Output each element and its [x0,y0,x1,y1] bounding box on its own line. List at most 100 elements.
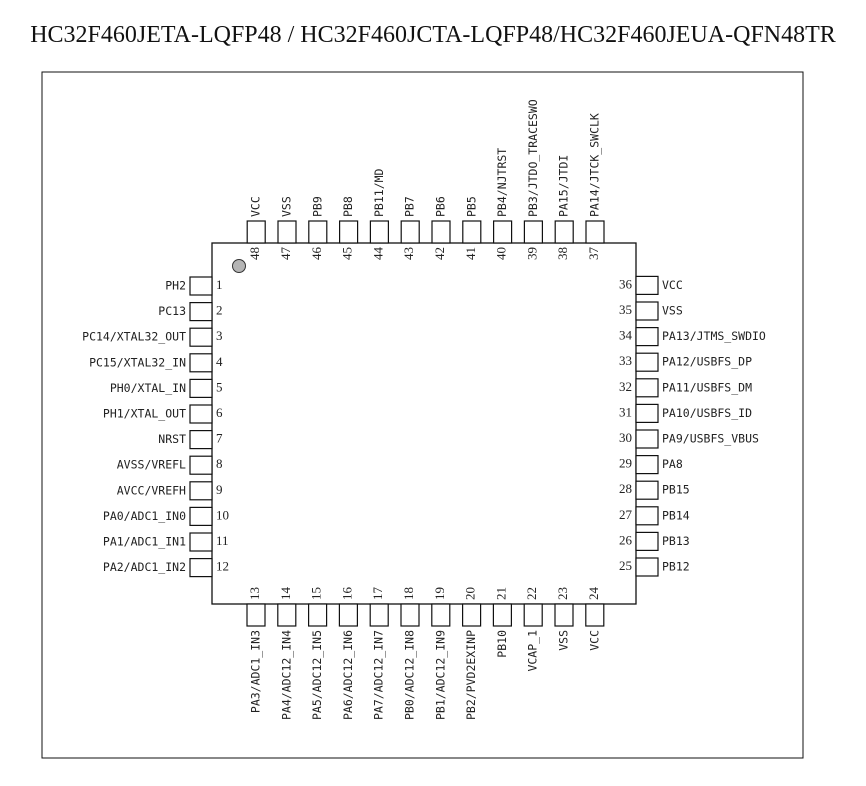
pin-label-25: PB12 [662,560,690,574]
pin-label-18: PB0/ADC12_IN8 [403,630,417,720]
pin-label-36: VCC [662,278,683,292]
pin-number-35: 35 [619,302,632,317]
pin-number-30: 30 [619,430,632,445]
pin-pad-19 [431,603,451,627]
pin-number-38: 38 [555,247,570,260]
pin-pad-11 [189,532,213,552]
pin-number-31: 31 [619,404,632,419]
pin-number-40: 40 [494,247,509,260]
pin-number-43: 43 [401,247,416,260]
pin-number-47: 47 [278,247,293,261]
pin-label-47: VSS [280,196,294,217]
figure-frame [41,71,804,759]
pin-pad-46 [308,220,328,244]
pin-number-18: 18 [401,587,416,600]
pin-pad-23 [554,603,574,627]
pin-pad-27 [635,506,659,526]
pin-number-42: 42 [432,247,447,260]
pin-label-27: PB14 [662,508,690,522]
pin-number-48: 48 [247,247,262,260]
pin-pad-43 [400,220,420,244]
pin-number-41: 41 [463,247,478,260]
pin-number-26: 26 [619,532,633,547]
pin-label-21: PB10 [495,630,509,658]
pin-label-3: PC14/XTAL32_OUT [82,330,186,344]
pin-label-11: PA1/ADC1_IN1 [103,535,186,549]
pin-pad-24 [585,603,605,627]
pin-label-9: AVCC/VREFH [117,483,186,497]
pin-number-28: 28 [619,481,632,496]
pin-pad-41 [462,220,482,244]
pin-pad-36 [635,275,659,295]
pin-pad-29 [635,455,659,475]
pin-pad-18 [400,603,420,627]
pin-number-3: 3 [216,328,223,343]
pin-label-20: PB2/PVD2EXINP [464,630,478,720]
pin-pad-44 [369,220,389,244]
pin-label-16: PA6/ADC12_IN6 [341,630,355,720]
pin-number-21: 21 [493,587,508,600]
pin-number-44: 44 [370,247,385,261]
pin-pad-33 [635,352,659,372]
pin-label-2: PC13 [158,304,186,318]
pin-number-45: 45 [340,247,355,260]
pin-number-19: 19 [432,587,447,600]
pin-number-14: 14 [278,587,293,601]
pin-number-39: 39 [524,247,539,260]
pin-pad-21 [492,603,512,627]
pin-number-2: 2 [216,303,223,318]
pin-number-25: 25 [619,558,632,573]
pin-label-26: PB13 [662,534,690,548]
pin1-indicator-dot [232,259,246,273]
pin-pad-8 [189,455,213,475]
pin-label-8: AVSS/VREFL [117,458,186,472]
pin-pad-25 [635,557,659,577]
pin-pad-2 [189,302,213,322]
pin-number-24: 24 [586,587,601,601]
pin-number-15: 15 [309,587,324,600]
pin-label-1: PH2 [165,279,186,293]
pin-pad-12 [189,557,213,578]
pin-label-15: PA5/ADC12_IN5 [310,630,324,720]
pin-label-28: PB15 [662,483,690,497]
pin-label-14: PA4/ADC12_IN4 [279,630,293,720]
pin-pad-35 [635,301,659,321]
pin-number-8: 8 [216,456,223,471]
pin-number-16: 16 [339,587,354,601]
pin-label-48: VCC [249,196,263,217]
pin-number-4: 4 [216,354,223,369]
pin-number-6: 6 [216,405,223,420]
diagram-title: HC32F460JETA-LQFP48 / HC32F460JCTA-LQFP4… [30,22,836,48]
pin-label-13: PA3/ADC1_IN3 [249,630,263,713]
pin-label-42: PB6 [434,196,448,217]
pin-label-39: PB3/JTDO_TRACESWO [526,99,540,217]
pin-pad-6 [189,404,213,424]
pin-label-30: PA9/USBFS_VBUS [662,432,759,446]
pin-number-37: 37 [586,247,601,261]
pin-number-9: 9 [216,482,223,497]
pin-pad-37 [585,220,605,244]
pin-number-11: 11 [216,533,229,548]
pin-pad-3 [189,327,213,347]
pin-label-29: PA8 [662,457,683,471]
pin-pad-48 [246,220,266,244]
pin-pad-4 [189,353,213,373]
pin-pad-1 [189,276,213,296]
pin-label-31: PA10/USBFS_ID [662,406,752,420]
pin-pad-45 [339,220,359,244]
pin-label-19: PB1/ADC12_IN9 [433,630,447,720]
pin-label-37: PA14/JTCK_SWCLK [588,113,602,217]
pin-number-34: 34 [619,328,633,343]
pin-label-34: PA13/JTMS_SWDIO [662,329,766,343]
pin-pad-42 [431,220,451,244]
pin-pad-20 [462,603,482,627]
pin-pad-47 [277,220,297,244]
pin-label-35: VSS [662,304,683,318]
pin-pad-31 [635,403,659,423]
pin-pad-28 [635,480,659,500]
pin-number-36: 36 [619,276,633,291]
pin-label-6: PH1/XTAL_OUT [103,407,186,421]
pin-label-32: PA11/USBFS_DM [662,380,752,394]
pin-label-23: VSS [557,630,571,651]
